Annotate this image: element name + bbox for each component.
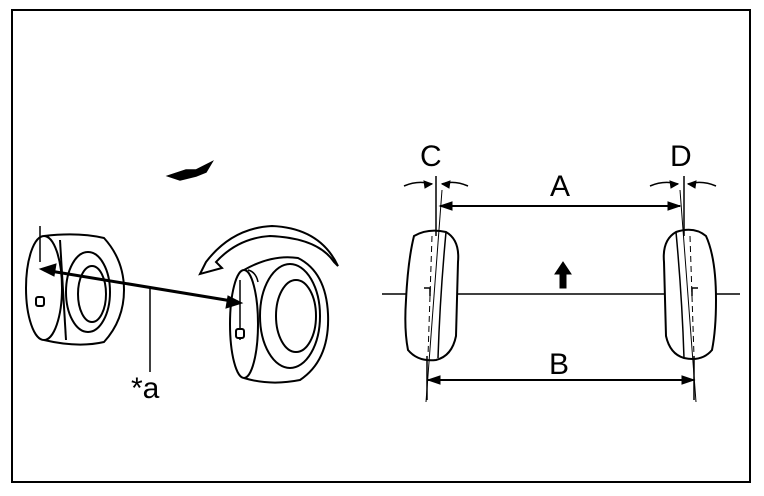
diagonal-measurement-line <box>43 268 239 304</box>
right-wheel-top-view <box>662 228 718 360</box>
left-illustration <box>25 160 339 384</box>
callout-label-a: *a <box>131 372 160 405</box>
label-b: B <box>549 348 569 381</box>
marker-icon <box>35 296 45 307</box>
label-c: C <box>420 140 442 173</box>
direction-mark-icon <box>165 160 214 181</box>
right-tire <box>229 256 330 384</box>
right-illustration <box>382 176 740 403</box>
label-d: D <box>670 140 692 173</box>
label-a: A <box>550 170 570 203</box>
marker-icon <box>235 328 245 339</box>
left-tire <box>25 226 126 346</box>
curved-arrow-icon <box>198 224 339 276</box>
angle-c-arcs <box>403 180 469 189</box>
arrow-up-icon <box>554 261 572 289</box>
left-wheel-top-view <box>404 229 460 362</box>
angle-d-arcs <box>649 180 717 189</box>
diagram-frame <box>11 9 751 483</box>
